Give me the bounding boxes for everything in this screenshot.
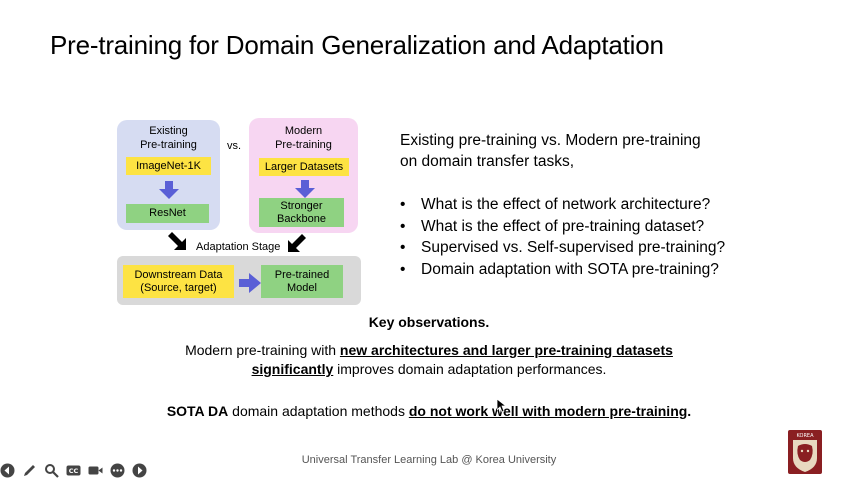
- forward-icon: [132, 463, 147, 477]
- search-icon: [45, 463, 59, 478]
- obs2-bold-1: SOTA DA: [166, 403, 229, 419]
- pretrained-line-2: Model: [287, 281, 317, 294]
- downstream-line-1: Downstream Data: [134, 268, 223, 281]
- downstream-data-tag: Downstream Data (Source, target): [123, 265, 234, 298]
- existing-pretraining-box: Existing Pre-training ImageNet-1K ResNet: [117, 120, 220, 230]
- slide-title: Pre-training for Domain Generalization a…: [50, 30, 664, 60]
- existing-caption-1: Existing: [149, 125, 188, 137]
- stronger-line-2: Backbone: [277, 212, 326, 225]
- back-icon: [0, 463, 15, 477]
- larger-datasets-tag: Larger Datasets: [259, 158, 349, 176]
- resnet-tag: ResNet: [126, 204, 209, 223]
- intro-line-1: Existing pre-training vs. Modern pre-tra…: [400, 132, 701, 149]
- obs1-bold-2: significantly: [251, 361, 334, 377]
- more-button[interactable]: [110, 463, 125, 478]
- search-button[interactable]: [44, 463, 59, 478]
- downstream-line-2: (Source, target): [140, 281, 217, 294]
- arrow-right-icon: [239, 273, 261, 293]
- list-item: What is the effect of network architectu…: [400, 194, 840, 216]
- list-item: What is the effect of pre-training datas…: [400, 216, 840, 238]
- korea-university-logo: KOREA: [788, 430, 822, 474]
- observation-2: SOTA DA domain adaptation methods do not…: [0, 403, 858, 419]
- cc-icon: CC: [66, 465, 81, 475]
- stronger-backbone-tag: Stronger Backbone: [259, 198, 344, 227]
- arrow-down-icon: [295, 180, 315, 198]
- list-item: Domain adaptation with SOTA pre-training…: [400, 259, 840, 281]
- obs2-mid: domain adaptation methods: [228, 403, 409, 419]
- more-icon: [110, 463, 125, 477]
- logo-text: KOREA: [797, 433, 815, 439]
- observation-1: Modern pre-training with new architectur…: [0, 341, 858, 379]
- obs2-bold-2: do not work well with modern pre-trainin…: [408, 403, 688, 419]
- imagenet-tag: ImageNet-1K: [126, 157, 211, 175]
- cc-button[interactable]: CC: [66, 463, 81, 478]
- adaptation-area: Downstream Data (Source, target) Pre-tra…: [117, 256, 361, 305]
- camera-button[interactable]: [88, 463, 103, 478]
- intro-line-2: on domain transfer tasks,: [400, 153, 575, 170]
- pretrained-line-1: Pre-trained: [274, 268, 330, 281]
- stronger-line-1: Stronger: [280, 199, 323, 212]
- modern-pretraining-box: Modern Pre-training Larger Datasets Stro…: [249, 118, 358, 233]
- pen-icon: [24, 464, 35, 476]
- back-button[interactable]: [0, 463, 15, 478]
- obs2-end: .: [687, 403, 692, 419]
- modern-caption-1: Modern: [284, 125, 323, 137]
- obs1-post: improves domain adaptation performances.: [333, 361, 607, 377]
- arrow-diagonal-right-icon: [168, 232, 186, 250]
- svg-text:CC: CC: [69, 467, 79, 475]
- intro-text: Existing pre-training vs. Modern pre-tra…: [400, 130, 820, 172]
- question-list: What is the effect of network architectu…: [400, 194, 840, 280]
- footer-text: Universal Transfer Learning Lab @ Korea …: [301, 454, 557, 466]
- key-observations-heading: Key observations.: [368, 314, 490, 330]
- list-item: Supervised vs. Self-supervised pre-train…: [400, 237, 840, 259]
- adaptation-stage-label: Adaptation Stage: [196, 241, 281, 253]
- obs1-bold-1: new architectures and larger pre-trainin…: [339, 342, 673, 358]
- forward-button[interactable]: [132, 463, 147, 478]
- modern-caption-2: Pre-training: [275, 139, 332, 151]
- pen-button[interactable]: [22, 463, 37, 478]
- camera-icon: [88, 466, 103, 474]
- vs-label: vs.: [227, 140, 242, 152]
- arrow-down-icon: [159, 181, 179, 199]
- pretrained-model-tag: Pre-trained Model: [261, 265, 343, 298]
- obs1-pre: Modern pre-training with: [185, 342, 340, 358]
- arrow-diagonal-left-icon: [288, 234, 306, 252]
- existing-caption-2: Pre-training: [140, 139, 197, 151]
- mouse-cursor-icon: [497, 399, 507, 413]
- presentation-toolbar: CC: [0, 462, 147, 478]
